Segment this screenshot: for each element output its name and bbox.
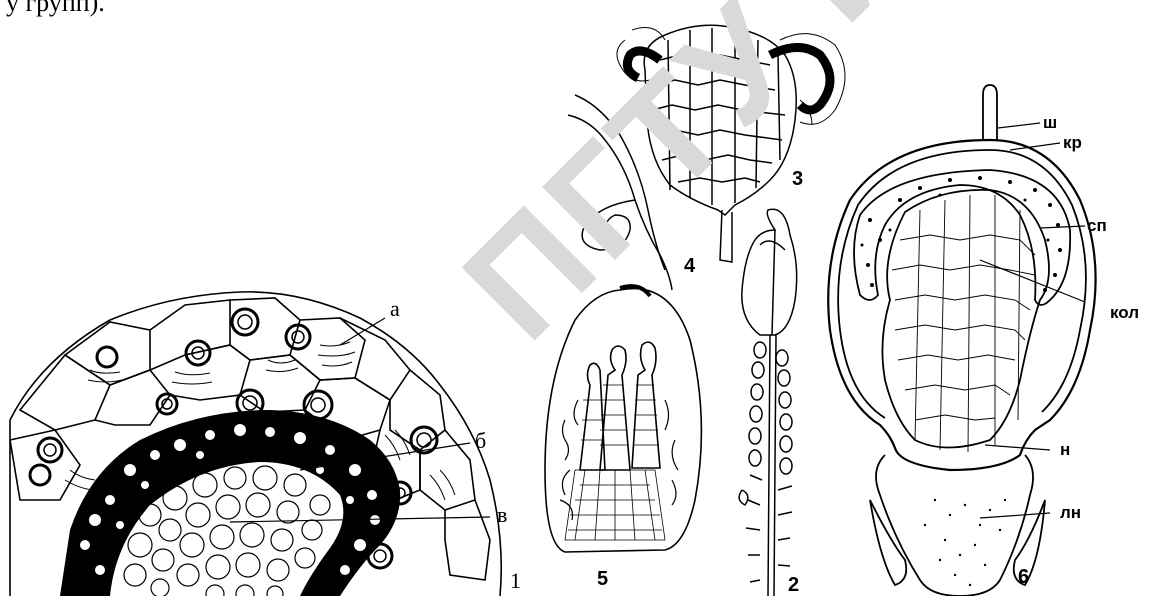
panel-number-2: 2 bbox=[788, 574, 799, 596]
panel-6-section bbox=[828, 85, 1095, 596]
panel-2-sporophyte bbox=[739, 209, 797, 596]
label-kol: кол bbox=[1110, 303, 1139, 322]
panel-number-3: 3 bbox=[792, 168, 803, 190]
foot-stipple bbox=[924, 499, 1006, 586]
label-ln: лн bbox=[1060, 503, 1081, 522]
label-a: а bbox=[390, 296, 400, 321]
label-n: н bbox=[1060, 440, 1070, 459]
panel-5-archegonia bbox=[545, 286, 701, 552]
label-v: в bbox=[497, 502, 507, 527]
panel-1-cross-section bbox=[10, 292, 501, 596]
label-sh: ш bbox=[1043, 113, 1057, 132]
panel-number-6: 6 bbox=[1018, 566, 1029, 588]
leader-sh bbox=[998, 123, 1040, 128]
panel-number-5: 5 bbox=[597, 568, 608, 590]
leader-kol bbox=[980, 260, 1085, 302]
label-sp: сп bbox=[1087, 216, 1107, 235]
panel-number-4: 4 bbox=[684, 255, 696, 277]
panel-4-elater bbox=[568, 95, 672, 290]
label-kr: кр bbox=[1063, 133, 1082, 152]
leader-n bbox=[985, 445, 1050, 450]
panel-number-1: 1 bbox=[510, 568, 521, 593]
label-b: б bbox=[475, 428, 486, 453]
stem-leaves bbox=[739, 342, 792, 582]
leader-sp bbox=[1040, 226, 1085, 228]
